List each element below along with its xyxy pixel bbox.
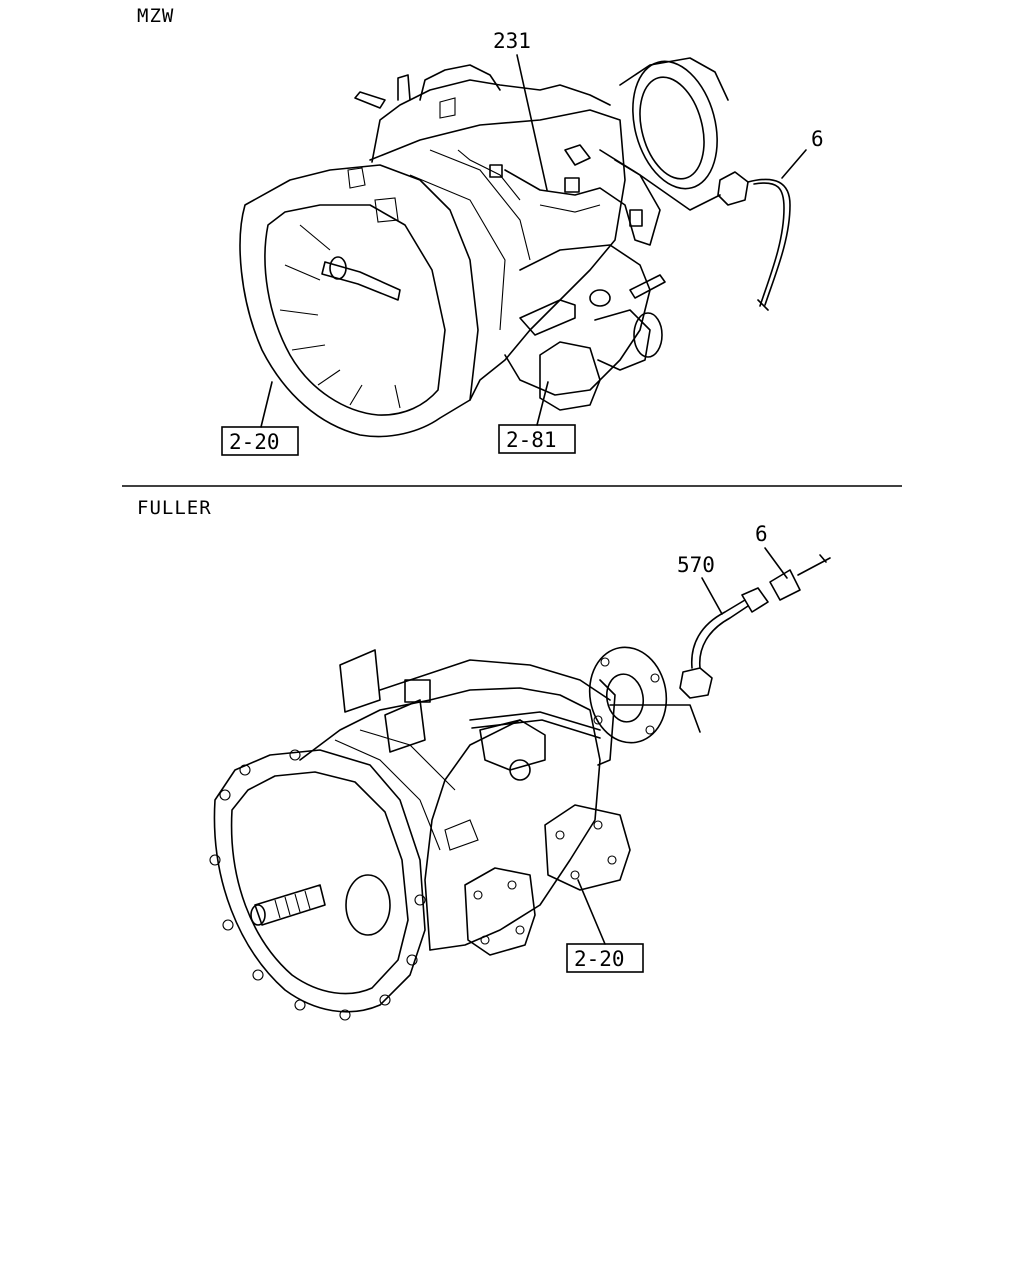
leader-line-6 xyxy=(764,547,788,579)
leader-line-2-81 xyxy=(536,381,549,426)
leader-line-2-20 xyxy=(577,879,606,945)
callout-6: 6 xyxy=(755,522,768,546)
callout-2-20: 2-20 xyxy=(229,430,280,454)
callout-box-2-20 xyxy=(566,943,644,973)
section-title-mzw: MZW xyxy=(137,5,174,27)
callout-570: 570 xyxy=(677,553,715,577)
leader-line-6 xyxy=(781,149,807,179)
leader-line-570 xyxy=(701,577,723,615)
mzw-harness-pigtail xyxy=(717,171,791,311)
mzw-transmission-drawing xyxy=(239,57,729,438)
mzw-section: MZW xyxy=(137,5,824,456)
fuller-section: FULLER xyxy=(137,497,831,1021)
callout-2-20: 2-20 xyxy=(574,947,625,971)
callout-6: 6 xyxy=(811,127,824,151)
section-title-fuller: FULLER xyxy=(137,497,212,519)
leader-line-231 xyxy=(516,54,548,191)
leader-line-2-20 xyxy=(260,381,273,428)
fuller-transmission-drawing xyxy=(209,646,701,1021)
callout-231: 231 xyxy=(493,29,531,53)
callout-2-81: 2-81 xyxy=(506,428,557,452)
callout-box-2-20 xyxy=(221,426,299,456)
